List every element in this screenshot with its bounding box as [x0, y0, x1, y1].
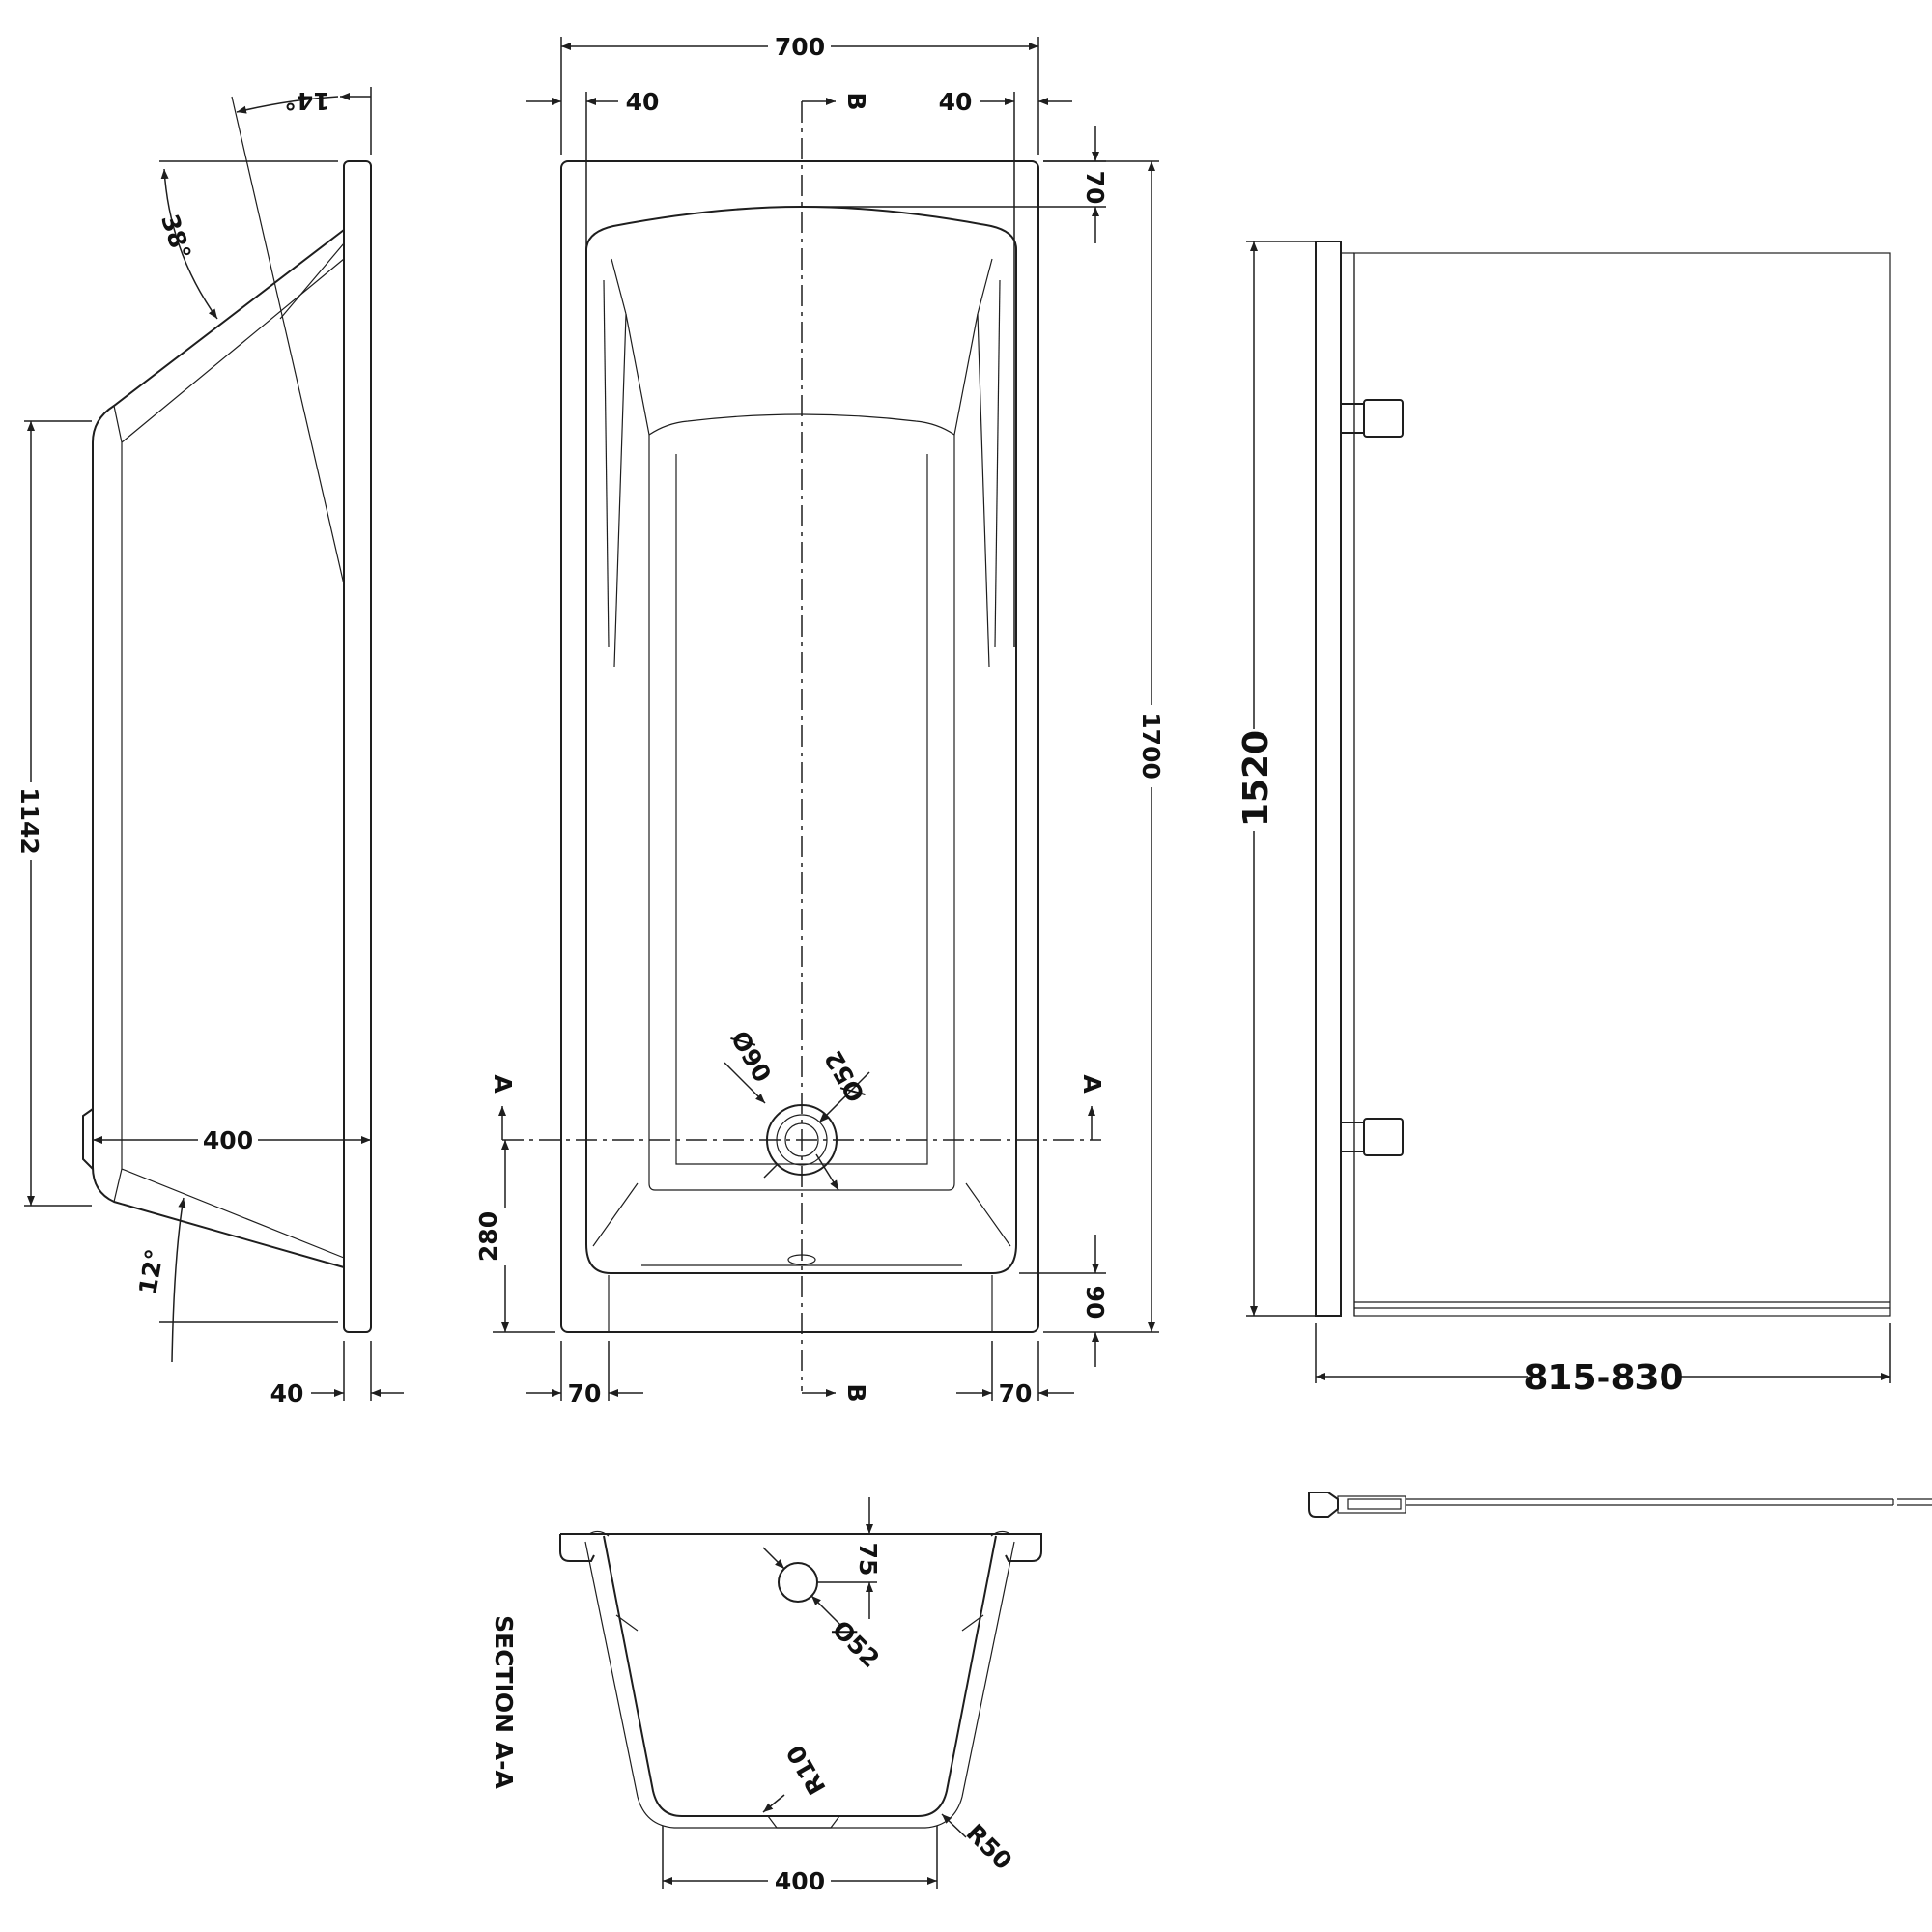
head-70-label: 70 [1081, 171, 1109, 205]
foot-right-70-label: 70 [999, 1379, 1033, 1407]
length-1700-dimension: 1700 [1043, 160, 1165, 1333]
screen-height-label: 1520 [1236, 730, 1276, 827]
angle-14-dimension: 14° [236, 87, 372, 155]
waste-280-label: 280 [474, 1211, 502, 1262]
section-a-left-marker: A [489, 1074, 517, 1140]
base-400-dimension: 400 [662, 1826, 938, 1895]
radius-r50-dimension: R50 [941, 1813, 1018, 1876]
rim-left-40-dimension: 40 [526, 88, 659, 647]
height-1142-dimension: 1142 [15, 420, 92, 1207]
foot-right-70-dimension: 70 [956, 1341, 1074, 1407]
waste-outlet: Ø90 Ø52 [724, 1026, 870, 1191]
width-700-label: 700 [775, 33, 825, 61]
waste-offset-400-dimension: 400 [93, 1126, 371, 1154]
section-a-right-marker: A [1078, 1074, 1106, 1140]
head-70-dimension: 70 [802, 126, 1109, 243]
overflow-75-label: 75 [854, 1543, 882, 1577]
screen-plan-view [1308, 1492, 1932, 1518]
height-1142-label: 1142 [15, 787, 43, 855]
wall-bracket-bottom [1340, 1118, 1404, 1156]
rim-40-dimension: 40 [270, 1341, 404, 1407]
waste-offset-400-label: 400 [203, 1126, 253, 1154]
side-view: 14° 38° 1142 400 12° [15, 87, 404, 1407]
rim-left-40-label: 40 [626, 88, 660, 116]
angle-38-dimension: 38° [156, 160, 338, 320]
rim-40-label: 40 [270, 1379, 304, 1407]
wall-bracket-top [1340, 399, 1404, 438]
screen-width-dimension: 815-830 [1315, 1323, 1891, 1398]
waste-outer-dia-label: Ø90 [725, 1026, 777, 1087]
overflow-dia-label: Ø52 [827, 1615, 885, 1673]
angle-12-dimension: 12° [133, 1197, 338, 1363]
width-700-dimension: 700 [560, 33, 1039, 155]
screen-outline [1315, 241, 1891, 1317]
section-a-left-label: A [489, 1074, 517, 1094]
angle-38-label: 38° [156, 211, 196, 263]
section-b-top-marker: B [802, 92, 870, 111]
overflow-75-dimension: 75 [817, 1497, 882, 1619]
rim-right-40-dimension: 40 [939, 88, 1072, 647]
rim-right-40-label: 40 [939, 88, 973, 116]
bath-outline [560, 160, 1039, 1333]
radius-r10-dimension: R10 [762, 1741, 832, 1813]
foot-90-dimension: 90 [1019, 1235, 1109, 1367]
section-b-bottom-label: B [842, 1383, 870, 1402]
side-view-outline [82, 96, 372, 1333]
section-view: 75 Ø52 R10 R50 400 SECTION A-A [490, 1497, 1042, 1895]
screen-height-dimension: 1520 [1236, 241, 1316, 1317]
section-b-top-label: B [842, 92, 870, 110]
foot-90-label: 90 [1081, 1286, 1109, 1320]
section-title: SECTION A-A [490, 1615, 518, 1789]
foot-left-70-dimension: 70 [526, 1341, 643, 1407]
section-outline [559, 1530, 1042, 1829]
base-400-label: 400 [775, 1867, 825, 1895]
angle-12-label: 12° [133, 1247, 169, 1297]
screen-view: 1520 815-830 [1236, 241, 1932, 1518]
foot-left-70-label: 70 [568, 1379, 602, 1407]
radius-r10-label: R10 [781, 1741, 832, 1800]
length-1700-label: 1700 [1137, 712, 1165, 780]
radius-r50-label: R50 [961, 1819, 1018, 1876]
plan-view: Ø90 Ø52 700 40 40 B [474, 33, 1165, 1407]
waste-inner-dia-label: Ø52 [819, 1046, 870, 1107]
section-b-bottom-marker: B [802, 1383, 870, 1403]
section-a-right-label: A [1078, 1074, 1106, 1094]
angle-14-label: 14° [284, 87, 329, 115]
waste-280-dimension: 280 [474, 1140, 555, 1333]
screen-width-label: 815-830 [1523, 1358, 1683, 1398]
